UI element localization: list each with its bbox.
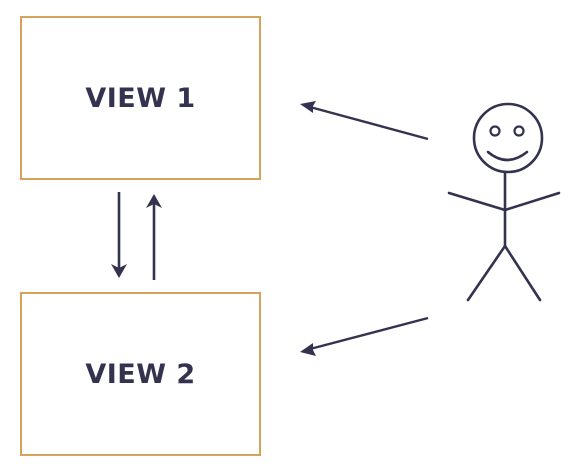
- arrow-actor-to-view-1: [300, 101, 429, 141]
- stick-figure-user-icon: [447, 102, 561, 302]
- arrow-up-icon: [146, 194, 162, 280]
- view-2-label: VIEW 2: [85, 358, 196, 390]
- view-1-label: VIEW 1: [85, 82, 196, 114]
- arrow-down-icon: [111, 192, 127, 278]
- arrow-actor-to-view-2: [300, 316, 429, 356]
- view-2-box: VIEW 2: [20, 292, 261, 456]
- view-1-box: VIEW 1: [20, 16, 261, 180]
